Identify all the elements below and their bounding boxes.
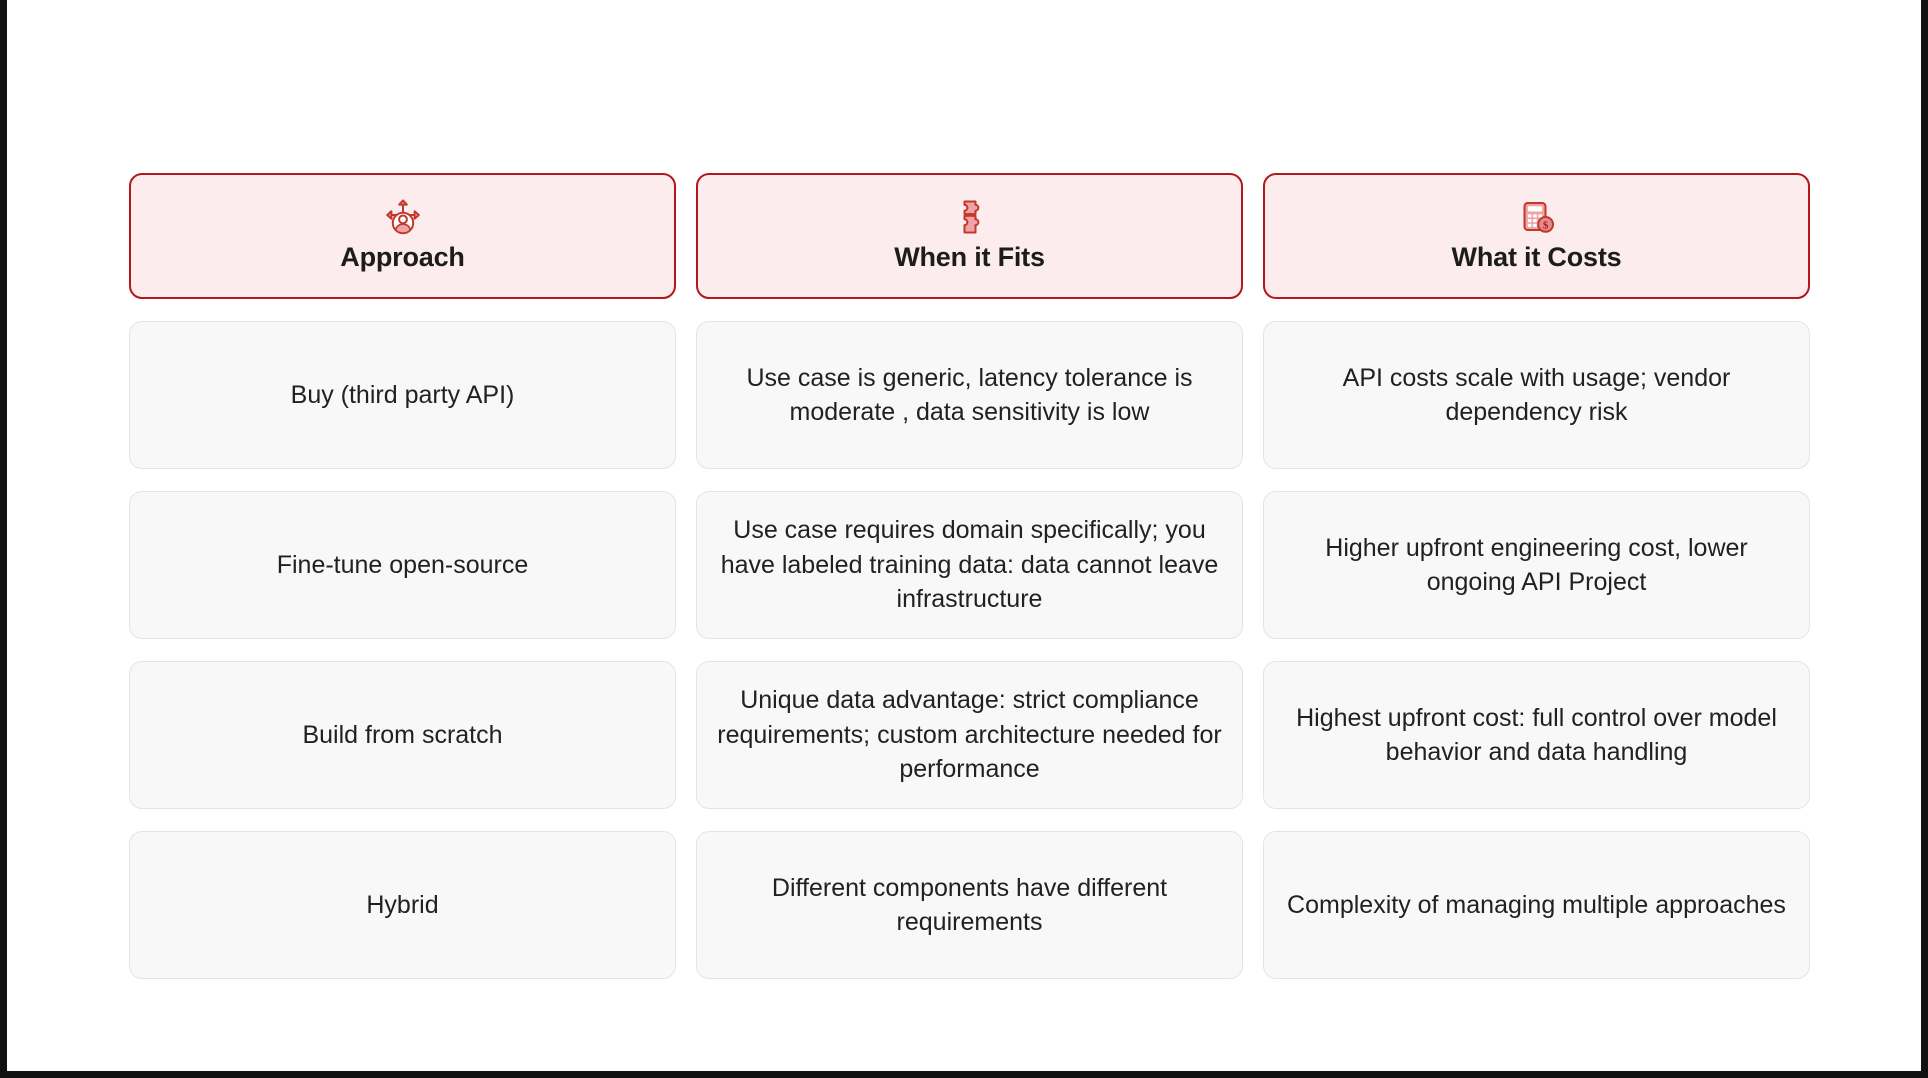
cell-text: Unique data advantage: strict compliance… xyxy=(717,686,1222,784)
cell-text: Hybrid xyxy=(366,890,439,919)
header-label-approach: Approach xyxy=(340,242,465,273)
cell-when-it-fits[interactable]: Unique data advantage: strict compliance… xyxy=(696,661,1243,809)
cell-text: API costs scale with usage; vendor depen… xyxy=(1342,363,1731,427)
header-card-what-it-costs[interactable]: $ What it Costs xyxy=(1263,173,1810,299)
column-what-it-costs: $ What it Costs xyxy=(1263,173,1810,299)
cell-text: Use case is generic, latency tolerance i… xyxy=(746,363,1193,427)
puzzle-pieces-icon xyxy=(949,194,991,238)
cell-what-it-costs[interactable]: Higher upfront engineering cost, lower o… xyxy=(1263,491,1810,639)
cell-approach[interactable]: Buy (third party API) xyxy=(129,321,676,469)
table-row: Build from scratch Unique data advantage… xyxy=(129,661,1810,809)
decision-arrows-person-icon xyxy=(382,194,424,238)
cell-text: Different components have different requ… xyxy=(771,873,1168,937)
cell-approach[interactable]: Fine-tune open-source xyxy=(129,491,676,639)
svg-text:$: $ xyxy=(1542,220,1548,232)
cell-approach[interactable]: Build from scratch xyxy=(129,661,676,809)
cell-what-it-costs[interactable]: API costs scale with usage; vendor depen… xyxy=(1263,321,1810,469)
cell-text: Highest upfront cost: full control over … xyxy=(1296,703,1777,767)
cell-text: Use case requires domain specifically; y… xyxy=(720,516,1219,614)
cell-when-it-fits[interactable]: Use case is generic, latency tolerance i… xyxy=(696,321,1243,469)
cell-text: Higher upfront engineering cost, lower o… xyxy=(1325,533,1748,597)
comparison-table: Approach Wh xyxy=(129,173,1810,979)
header-card-when-it-fits[interactable]: When it Fits xyxy=(696,173,1243,299)
table-row: Buy (third party API) Use case is generi… xyxy=(129,321,1810,469)
cell-text: Fine-tune open-source xyxy=(276,550,529,579)
cell-when-it-fits[interactable]: Different components have different requ… xyxy=(696,831,1243,979)
cell-what-it-costs[interactable]: Highest upfront cost: full control over … xyxy=(1263,661,1810,809)
cell-when-it-fits[interactable]: Use case requires domain specifically; y… xyxy=(696,491,1243,639)
header-label-when-it-fits: When it Fits xyxy=(894,242,1045,273)
column-approach: Approach xyxy=(129,173,676,299)
header-label-what-it-costs: What it Costs xyxy=(1451,242,1622,273)
cell-approach[interactable]: Hybrid xyxy=(129,831,676,979)
table-row: Hybrid Different components have differe… xyxy=(129,831,1810,979)
column-when-it-fits: When it Fits xyxy=(696,173,1243,299)
cell-text: Complexity of managing multiple approach… xyxy=(1287,890,1786,919)
calculator-dollar-icon: $ xyxy=(1516,194,1558,238)
cell-text: Buy (third party API) xyxy=(290,380,515,409)
header-card-approach[interactable]: Approach xyxy=(129,173,676,299)
cell-what-it-costs[interactable]: Complexity of managing multiple approach… xyxy=(1263,831,1810,979)
table-header-row: Approach Wh xyxy=(129,173,1810,299)
table-row: Fine-tune open-source Use case requires … xyxy=(129,491,1810,639)
cell-text: Build from scratch xyxy=(302,720,503,749)
